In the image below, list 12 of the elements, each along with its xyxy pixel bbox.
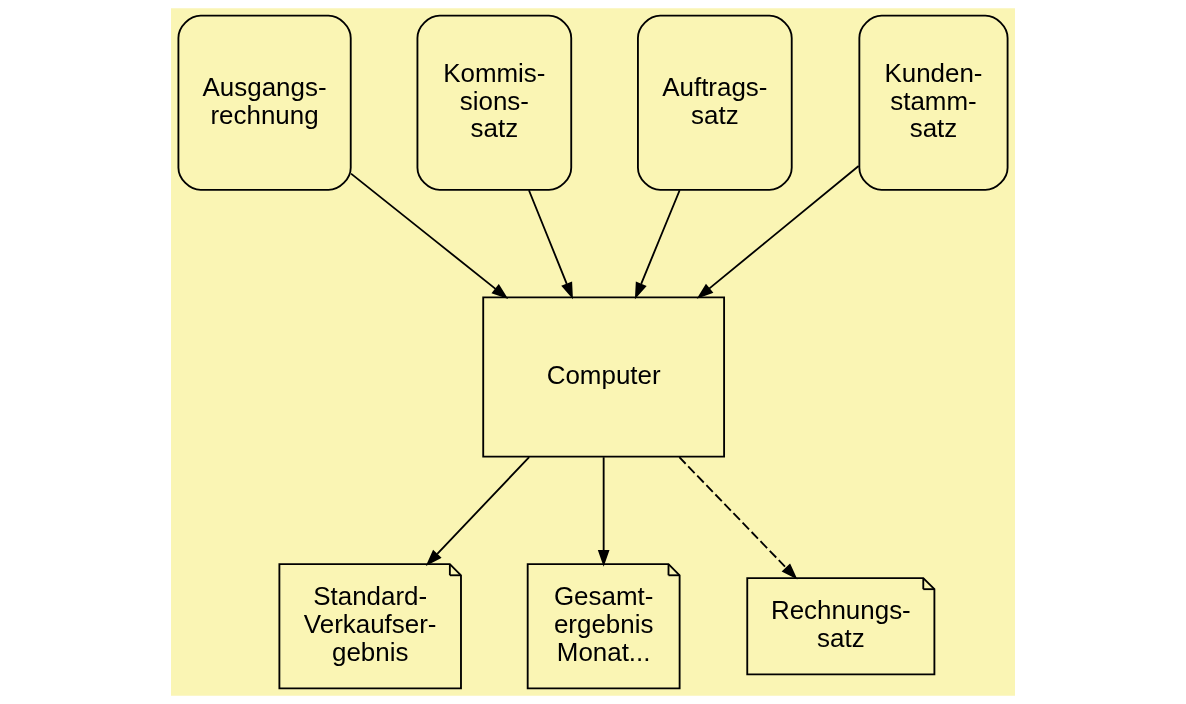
arrow bbox=[425, 456, 531, 566]
arrow bbox=[696, 165, 860, 299]
arrow bbox=[634, 189, 681, 300]
arrow bbox=[678, 456, 798, 580]
node-box: Kommis- sions- satz bbox=[416, 14, 573, 191]
node-box: Computer bbox=[482, 296, 725, 458]
arrow bbox=[597, 456, 610, 567]
node-box: Auftrags- satz bbox=[637, 14, 793, 191]
arrow bbox=[528, 189, 573, 300]
node-box: Ausgangs- rechnung bbox=[177, 14, 352, 191]
node-box: Kunden- stamm- satz bbox=[858, 14, 1009, 191]
arrow bbox=[350, 172, 509, 299]
